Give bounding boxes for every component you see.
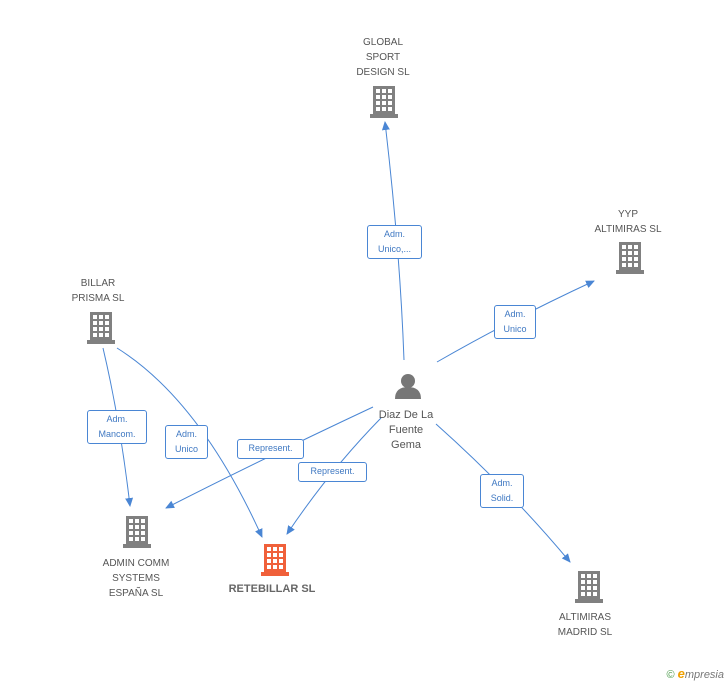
node-label-admin-comm[interactable]: ADMIN COMM SYSTEMS ESPAÑA SL	[102, 558, 170, 599]
building-icon-altimiras-madrid	[575, 571, 603, 603]
edge-label-adm-solid[interactable]: Adm. Solid.	[480, 474, 524, 508]
edge-label-adm-unico-billar[interactable]: Adm. Unico	[165, 425, 208, 459]
brand-logo: empresia	[677, 666, 724, 681]
building-icon-billar-prisma	[87, 312, 115, 344]
building-icon-admin-comm	[123, 516, 151, 548]
node-label-global-sport[interactable]: GLOBAL SPORT DESIGN SL	[356, 37, 410, 78]
brand-footer: © empresia	[666, 666, 724, 681]
edge-billar-retebillar	[116, 347, 263, 538]
edge-label-adm-mancom[interactable]: Adm. Mancom.	[87, 410, 147, 444]
node-label-person[interactable]: Diaz De La Fuente Gema	[378, 409, 434, 451]
node-label-retebillar[interactable]: RETEBILLAR SL	[228, 583, 316, 595]
building-icon-retebillar	[261, 544, 289, 576]
edge-label-adm-unico-yyp[interactable]: Adm. Unico	[494, 305, 536, 339]
edge-label-adm-unico-global[interactable]: Adm. Unico,...	[367, 225, 422, 259]
person-icon	[395, 374, 421, 399]
node-label-yyp[interactable]: YYP ALTIMIRAS SL	[594, 209, 662, 235]
copyright-icon: ©	[666, 669, 675, 681]
node-label-billar-prisma[interactable]: BILLAR PRISMA SL	[71, 278, 125, 304]
edge-label-represent-rete[interactable]: Represent.	[298, 462, 367, 482]
edge-label-represent-admin[interactable]: Represent.	[237, 439, 304, 459]
node-label-altimiras-madrid[interactable]: ALTIMIRAS MADRID SL	[557, 612, 613, 638]
building-icon-yyp	[616, 242, 644, 274]
building-icon-global-sport	[370, 86, 398, 118]
